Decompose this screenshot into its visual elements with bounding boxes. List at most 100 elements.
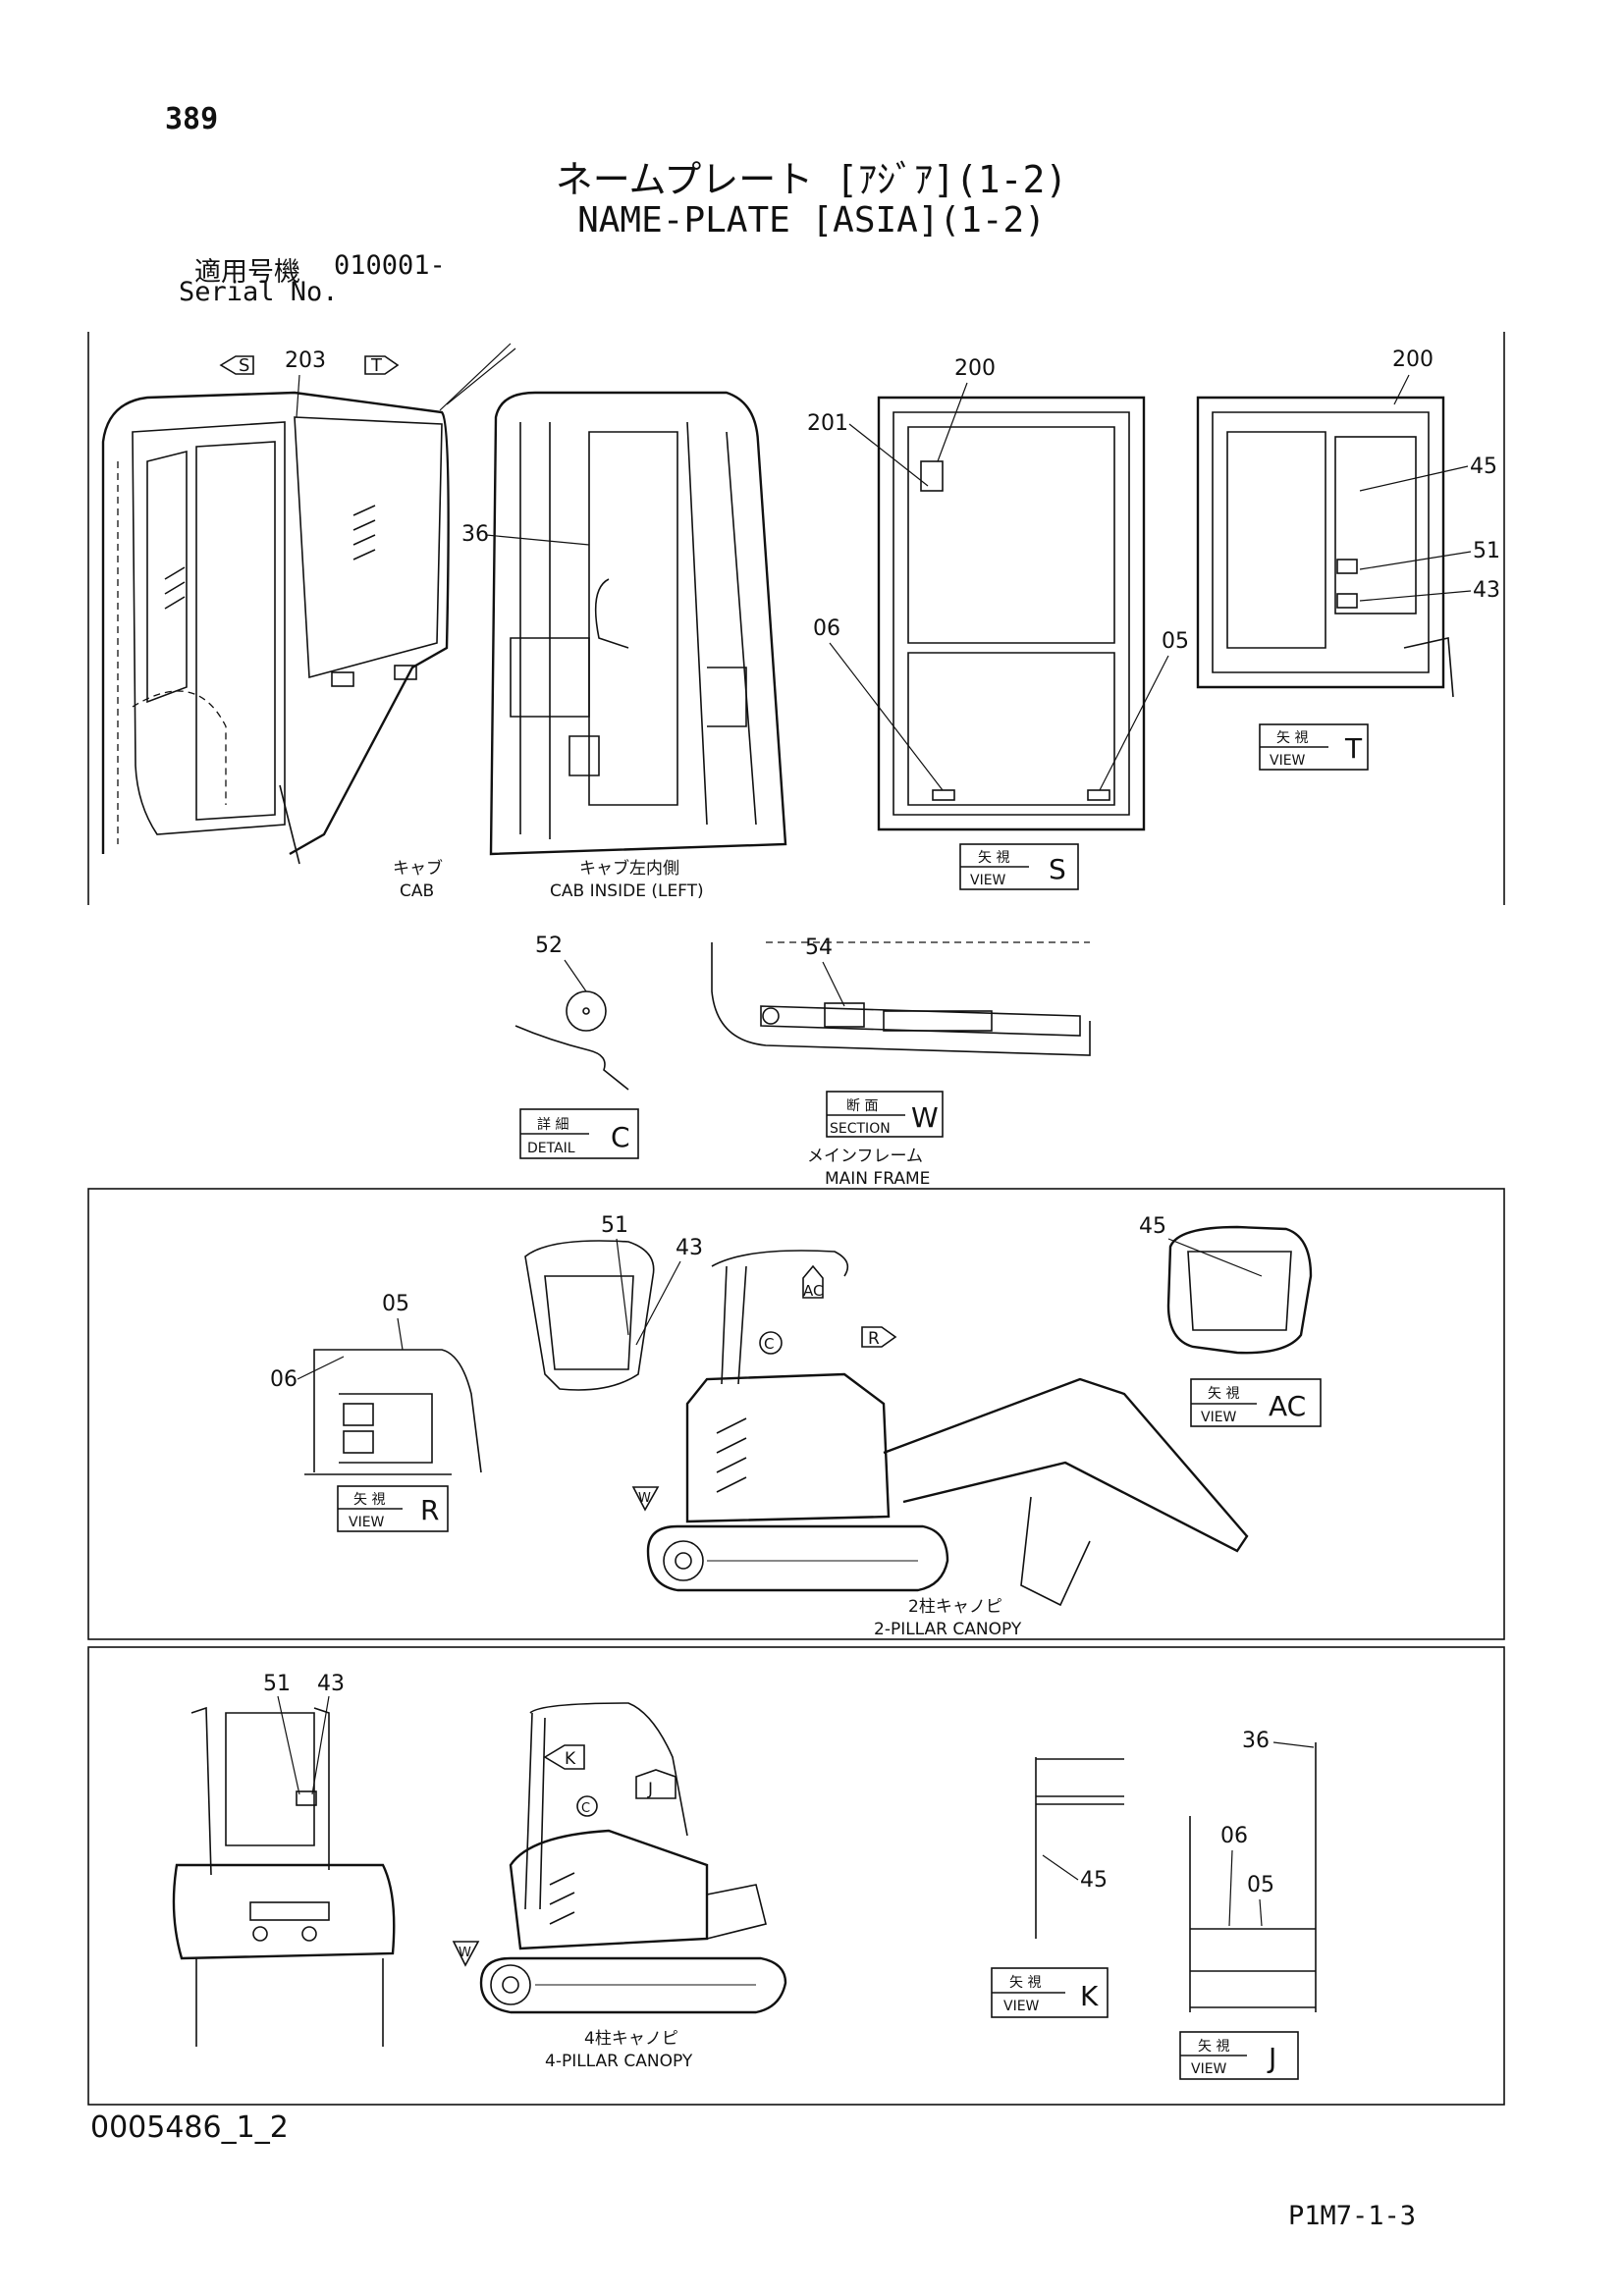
svg-text:K: K <box>1080 1980 1099 2012</box>
callout-200-view-t: 200 <box>1392 347 1434 372</box>
excavator-2-pillar-drawing <box>646 1250 1249 1607</box>
view-box-k: 矢 視 VIEW K <box>991 1967 1109 2018</box>
callout-45-view-k: 45 <box>1080 1868 1108 1893</box>
svg-text:R: R <box>868 1329 880 1349</box>
arrow-view-ac: AC <box>802 1264 824 1300</box>
view-box-section-w: 断 面 SECTION W <box>826 1091 944 1138</box>
view-j-drawing <box>1189 1742 1317 2012</box>
callout-43-rear: 43 <box>317 1672 345 1696</box>
svg-text:DETAIL: DETAIL <box>527 1141 575 1156</box>
section-w-drawing <box>711 941 1091 1056</box>
svg-text:VIEW: VIEW <box>349 1515 385 1530</box>
callout-51-canopy2: 51 <box>601 1213 628 1238</box>
page-number: 389 <box>165 102 219 136</box>
title-japanese: ネームプレート [ｱｼﾞｱ](1-2) <box>555 158 1068 201</box>
page-reference: P1M7-1-3 <box>1288 2201 1417 2231</box>
svg-text:K: K <box>565 1749 576 1769</box>
arrow-view-t: T <box>364 355 400 376</box>
view-box-t: 矢 視 VIEW T <box>1259 723 1369 771</box>
svg-text:C: C <box>764 1335 774 1353</box>
caption-cab-inside-en: CAB INSIDE (LEFT) <box>550 881 704 901</box>
svg-text:矢 視: 矢 視 <box>1276 730 1308 746</box>
view-box-detail-c: 詳 細 DETAIL C <box>519 1108 639 1159</box>
svg-text:矢 視: 矢 視 <box>1198 2039 1229 2055</box>
serial-label-japanese: 適用号機 <box>194 257 300 288</box>
svg-text:J: J <box>647 1780 653 1799</box>
svg-text:W: W <box>638 1491 651 1506</box>
arrow-detail-c-2: C <box>759 1331 783 1355</box>
callout-06-view-j: 06 <box>1220 1824 1248 1848</box>
view-box-r: 矢 視 VIEW R <box>337 1485 449 1532</box>
callout-52: 52 <box>535 934 563 958</box>
section-4-pillar-frame <box>87 1646 1505 2106</box>
view-box-s: 矢 視 VIEW S <box>959 843 1079 890</box>
callout-45-view-ac: 45 <box>1139 1214 1166 1239</box>
callout-05-view-r: 05 <box>382 1292 409 1316</box>
svg-text:J: J <box>1267 2042 1276 2074</box>
svg-text:W: W <box>459 1946 471 1960</box>
callout-201: 201 <box>807 411 848 436</box>
svg-text:VIEW: VIEW <box>970 873 1006 888</box>
cab-inside-left-drawing <box>489 391 787 856</box>
detail-c-drawing <box>514 990 629 1091</box>
svg-text:断 面: 断 面 <box>846 1098 878 1114</box>
canopy-inset-drawing <box>524 1240 655 1391</box>
section-2-pillar-frame <box>87 1188 1505 1640</box>
callout-36: 36 <box>461 522 489 547</box>
svg-text:AC: AC <box>803 1282 823 1300</box>
callout-203: 203 <box>285 348 326 373</box>
caption-cab-jp: キャブ <box>393 858 443 879</box>
arrow-view-s: S <box>219 355 254 376</box>
callout-43-view-t: 43 <box>1473 578 1500 603</box>
view-k-drawing <box>1035 1757 1124 1939</box>
svg-text:矢 視: 矢 視 <box>1009 1975 1041 1991</box>
caption-2-pillar-jp: 2柱キャノピ <box>908 1597 1002 1617</box>
svg-text:VIEW: VIEW <box>1003 1999 1040 2014</box>
rear-view-drawing <box>172 1706 396 2047</box>
arrow-section-w-2: W <box>631 1486 660 1512</box>
callout-06-view-r: 06 <box>270 1367 298 1392</box>
arrow-view-k: K <box>543 1744 585 1770</box>
view-ac-drawing <box>1166 1225 1313 1355</box>
svg-text:矢 視: 矢 視 <box>978 850 1009 866</box>
view-r-drawing <box>304 1349 482 1475</box>
caption-4-pillar-jp: 4柱キャノピ <box>584 2029 678 2049</box>
svg-text:C: C <box>611 1121 630 1153</box>
title-english: NAME-PLATE [ASIA](1-2) <box>577 200 1046 240</box>
svg-text:T: T <box>370 355 383 376</box>
arrow-view-r: R <box>861 1326 897 1349</box>
excavator-4-pillar-drawing <box>479 1702 787 2014</box>
caption-2-pillar-en: 2-PILLAR CANOPY <box>874 1620 1022 1639</box>
callout-54: 54 <box>805 935 833 960</box>
svg-text:矢 視: 矢 視 <box>353 1492 385 1508</box>
callout-36-view-j: 36 <box>1242 1729 1270 1753</box>
callout-200-view-s: 200 <box>954 356 996 381</box>
arrow-section-w-3: W <box>452 1941 480 1967</box>
callout-06-view-s: 06 <box>813 616 840 641</box>
arrow-view-j: J <box>635 1769 676 1799</box>
caption-cab-inside-jp: キャブ左内側 <box>579 858 679 879</box>
arrow-detail-c-3: C <box>576 1795 598 1817</box>
cab-exterior-drawing <box>101 343 516 865</box>
document-id: 0005486_1_2 <box>90 2110 289 2145</box>
svg-text:S: S <box>1049 853 1066 885</box>
svg-text:SECTION: SECTION <box>830 1121 891 1137</box>
svg-text:AC: AC <box>1269 1390 1306 1422</box>
caption-4-pillar-en: 4-PILLAR CANOPY <box>545 2052 693 2071</box>
svg-text:C: C <box>581 1801 590 1816</box>
svg-text:VIEW: VIEW <box>1270 753 1306 769</box>
svg-text:R: R <box>420 1494 439 1526</box>
svg-text:矢 視: 矢 視 <box>1208 1386 1239 1402</box>
callout-51-view-t: 51 <box>1473 539 1500 563</box>
serial-label-english: Serial No. <box>179 277 339 307</box>
view-box-j: 矢 視 VIEW J <box>1179 2031 1299 2080</box>
caption-cab-en: CAB <box>400 881 434 901</box>
callout-45-view-t: 45 <box>1470 454 1497 479</box>
view-t-drawing <box>1196 396 1454 698</box>
view-s-drawing <box>877 396 1146 831</box>
callout-05-view-s: 05 <box>1162 629 1189 654</box>
callout-05-view-j: 05 <box>1247 1873 1274 1897</box>
view-box-ac: 矢 視 VIEW AC <box>1190 1378 1322 1427</box>
callout-43-canopy2: 43 <box>676 1236 703 1260</box>
